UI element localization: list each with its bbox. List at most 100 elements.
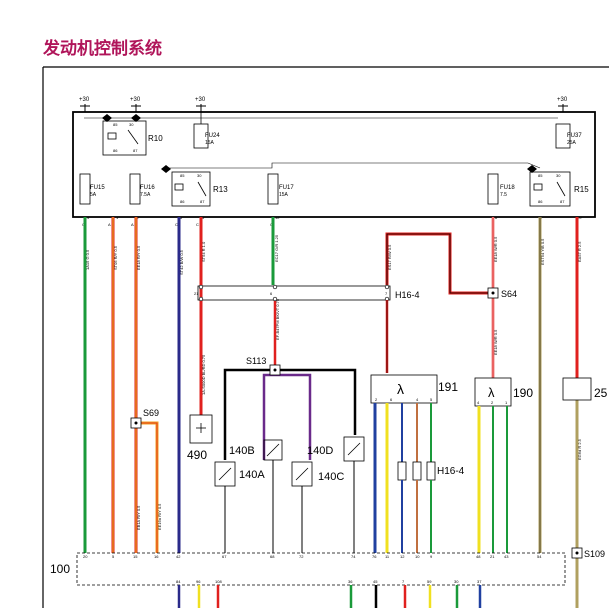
svg-text:8: 8: [495, 215, 498, 220]
svg-text:5: 5: [202, 215, 205, 220]
svg-text:86: 86: [180, 199, 185, 204]
svg-text:85: 85: [113, 122, 118, 127]
svg-text:6: 6: [180, 215, 183, 220]
svg-text:ST42 B/W 0.5: ST42 B/W 0.5: [179, 249, 184, 275]
svg-text:EE16a R/Y 0.5: EE16a R/Y 0.5: [157, 503, 162, 530]
svg-text:H16-4: H16-4: [437, 466, 465, 477]
svg-text:4: 4: [477, 400, 480, 405]
connector-h16-top-label: H16-4: [395, 290, 420, 300]
svg-text:85: 85: [538, 173, 543, 178]
svg-text:λ: λ: [488, 385, 495, 400]
svg-text:5: 5: [430, 397, 433, 402]
svg-text:191: 191: [438, 380, 458, 394]
svg-text:74: 74: [351, 554, 356, 559]
svg-text:6: 6: [390, 397, 393, 402]
supply-label-2: +30: [130, 97, 141, 103]
wire-black-s113: [223, 368, 357, 460]
svg-text:21: 21: [194, 291, 199, 296]
svg-text:20: 20: [83, 554, 88, 559]
svg-text:λ: λ: [397, 381, 404, 397]
svg-text:10: 10: [415, 554, 420, 559]
svg-text:190: 190: [513, 386, 533, 400]
svg-text:9: 9: [430, 554, 433, 559]
svg-text:FU24: FU24: [205, 133, 220, 139]
wire-purple-s113: [262, 373, 312, 460]
svg-text:ES17 R/W 0.5: ES17 R/W 0.5: [387, 244, 392, 270]
fuse-fu15: [79, 173, 91, 205]
svg-text:FU16: FU16: [140, 185, 155, 191]
svg-text:11: 11: [385, 554, 390, 559]
relay-r15-label: R15: [574, 185, 589, 194]
svg-text:87: 87: [133, 148, 138, 153]
svg-text:140D: 140D: [307, 445, 333, 457]
svg-text:1A15 G 0.5: 1A15 G 0.5: [85, 249, 90, 270]
svg-text:86: 86: [113, 148, 118, 153]
svg-text:A: A: [131, 222, 134, 227]
svg-text:4: 4: [416, 397, 419, 402]
supply-label-3: +30: [195, 97, 206, 103]
relay-r10-label: R10: [148, 134, 163, 143]
fuse-relay-box: [72, 111, 596, 218]
svg-text:25: 25: [594, 386, 608, 400]
svg-text:43: 43: [504, 554, 509, 559]
svg-text:36: 36: [348, 579, 353, 584]
svg-text:68: 68: [270, 554, 275, 559]
svg-text:108: 108: [215, 579, 222, 584]
supply-label-4: +30: [557, 97, 568, 103]
svg-text:7.5: 7.5: [500, 192, 507, 198]
svg-text:42: 42: [176, 554, 181, 559]
svg-text:45: 45: [373, 579, 378, 584]
svg-text:EST54 Y/B 0.5: EST54 Y/B 0.5: [540, 238, 545, 265]
svg-text:EB1A R/Y 0.5: EB1A R/Y 0.5: [136, 505, 141, 530]
svg-text:100: 100: [50, 562, 70, 576]
svg-text:48: 48: [476, 554, 481, 559]
svg-text:C: C: [196, 222, 199, 227]
svg-text:FU37: FU37: [567, 133, 582, 139]
svg-text:15: 15: [133, 554, 138, 559]
fuse-fu24: [193, 112, 209, 149]
svg-text:490: 490: [187, 448, 207, 462]
injector-140a: [214, 461, 236, 487]
svg-text:140A: 140A: [239, 469, 265, 481]
svg-text:7.5A: 7.5A: [140, 192, 151, 198]
supply-label-1: +30: [79, 97, 90, 103]
fuse-fu16: [129, 173, 141, 205]
svg-text:7: 7: [402, 579, 405, 584]
svg-text:87: 87: [560, 199, 565, 204]
svg-text:EA57 R 2.5: EA57 R 2.5: [577, 241, 582, 262]
svg-text:A: A: [108, 222, 111, 227]
relay-r13: [161, 165, 211, 207]
fuse-fu17: [267, 173, 279, 205]
svg-text:4: 4: [87, 215, 90, 220]
svg-text:EE18 W/R 0.5: EE18 W/R 0.5: [493, 329, 498, 355]
injector-140d: [343, 436, 365, 462]
svg-text:7: 7: [137, 215, 140, 220]
svg-text:1: 1: [116, 215, 119, 220]
svg-text:S109: S109: [584, 549, 605, 559]
fuse-fu37: [555, 123, 571, 149]
fuse-fu18: [487, 173, 499, 205]
svg-text:6: 6: [270, 291, 273, 296]
svg-text:ST54 R 1.0: ST54 R 1.0: [201, 241, 206, 262]
svg-text:5: 5: [112, 554, 115, 559]
svg-text:21: 21: [490, 554, 495, 559]
connector-h16-top: [197, 285, 391, 301]
svg-text:EG6d R 2.5: EG6d R 2.5: [577, 438, 582, 460]
svg-text:1: 1: [505, 400, 508, 405]
svg-text:5A: 5A: [90, 192, 97, 198]
injector-140c: [291, 461, 313, 487]
svg-text:96: 96: [196, 579, 201, 584]
svg-text:30: 30: [197, 173, 202, 178]
injector-140b: [263, 439, 283, 461]
relay-r15: [527, 165, 571, 207]
relay-r10: [102, 114, 147, 156]
svg-text:EF-B47PM BK/VT 0.75: EF-B47PM BK/VT 0.75: [275, 298, 280, 340]
svg-text:EE18 W/R 0.5: EE18 W/R 0.5: [493, 236, 498, 262]
svg-text:10: 10: [577, 215, 582, 220]
svg-text:25A: 25A: [567, 140, 577, 146]
svg-text:30: 30: [129, 122, 134, 127]
svg-text:16: 16: [154, 554, 159, 559]
svg-text:72: 72: [299, 554, 304, 559]
svg-text:67: 67: [222, 554, 227, 559]
svg-text:140B: 140B: [229, 445, 255, 457]
